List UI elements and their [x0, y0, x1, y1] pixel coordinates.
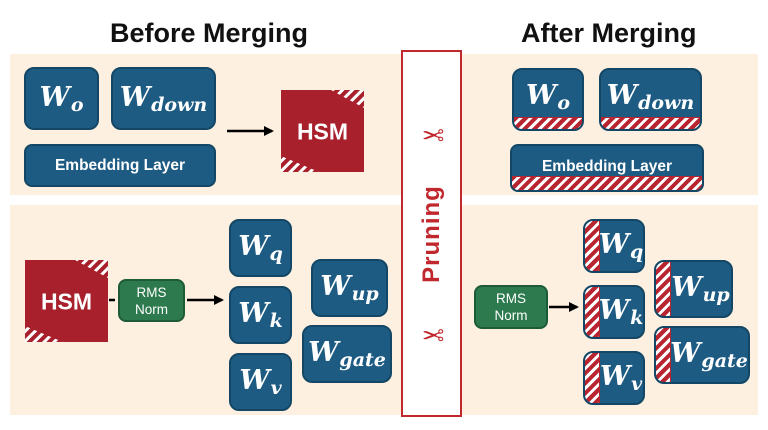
w-q-sub: q [269, 243, 283, 265]
w-o-block-pruned: Wo [512, 68, 584, 131]
w-up-label: Wup [320, 271, 378, 305]
w-v-sub: v [270, 377, 282, 399]
hsm-block-bottom: HSM [25, 260, 108, 342]
w-up-block: Wup [311, 259, 388, 317]
w-down-block: Wdown [111, 67, 216, 130]
w-up-label-pruned: Wup [671, 272, 729, 306]
rms-norm-block-after: RMS Norm [474, 285, 548, 329]
w-k-base-pruned: W [598, 295, 630, 326]
hsm-hatch-decoration-2 [25, 260, 108, 342]
w-q-label: Wq [238, 231, 283, 265]
w-o-sub-pruned: o [557, 92, 570, 114]
w-gate-base: W [308, 337, 339, 368]
rms-label-line2-after: Norm [494, 308, 528, 323]
after-merging-title: After Merging [521, 18, 697, 48]
w-k-label: Wk [238, 298, 283, 332]
w-k-block: Wk [229, 286, 292, 344]
w-v-label: Wv [239, 365, 281, 399]
pruning-box: ✂ Pruning ✂ [401, 50, 462, 417]
w-up-sub-pruned: up [702, 284, 730, 306]
pruned-rows-hatch [601, 117, 700, 129]
w-q-label-pruned: Wq [598, 229, 644, 263]
w-gate-label-pruned: Wgate [670, 338, 748, 372]
w-q-base-pruned: W [598, 229, 630, 260]
w-q-sub-pruned: q [630, 241, 644, 263]
w-o-block: Wo [24, 67, 99, 130]
hsm-label-bottom: HSM [40, 288, 93, 315]
w-k-sub: k [269, 310, 283, 332]
w-q-base: W [238, 231, 269, 262]
w-up-base: W [320, 271, 351, 302]
w-up-block-pruned: Wup [654, 260, 733, 318]
w-v-block-pruned: Wv [583, 351, 645, 405]
rms-norm-block-before: RMS Norm [118, 279, 185, 322]
w-o-label: Wo [39, 82, 83, 116]
w-up-sub: up [351, 283, 379, 305]
before-merging-title: Before Merging [110, 18, 309, 48]
w-gate-label: Wgate [308, 337, 386, 371]
pruned-columns-hatch [585, 353, 600, 403]
w-down-sub-pruned: down [638, 92, 695, 114]
w-o-base: W [39, 81, 70, 113]
w-v-base-pruned: W [599, 361, 631, 392]
w-down-block-pruned: Wdown [599, 68, 702, 131]
w-down-label-pruned: Wdown [607, 80, 694, 114]
embedding-layer-block-pruned: Embedding Layer [510, 144, 704, 192]
w-down-label: Wdown [120, 82, 207, 116]
hsm-hatch-decoration [281, 90, 364, 172]
w-gate-block-pruned: Wgate [654, 326, 750, 384]
w-k-base: W [238, 298, 269, 329]
w-down-base: W [119, 81, 151, 113]
embedding-layer-block: Embedding Layer [24, 144, 216, 187]
w-gate-sub: gate [339, 349, 386, 371]
pruned-rows-hatch [514, 117, 582, 129]
w-down-base-pruned: W [606, 80, 638, 111]
w-q-block-pruned: Wq [583, 219, 645, 273]
pruning-label: Pruning [417, 184, 445, 283]
w-up-base-pruned: W [671, 272, 702, 303]
pruned-columns-hatch [656, 262, 671, 316]
w-o-sub: o [70, 93, 84, 116]
rms-label-line1-after: RMS [496, 291, 526, 306]
pruned-columns-hatch [656, 328, 671, 382]
w-v-block: Wv [229, 353, 292, 411]
hsm-block-top: HSM [281, 90, 364, 172]
w-k-block-pruned: Wk [583, 285, 645, 339]
pruned-columns-hatch [585, 221, 600, 271]
w-q-block: Wq [229, 219, 292, 277]
w-k-sub-pruned: k [630, 307, 644, 329]
hsm-label-top: HSM [296, 118, 349, 145]
embedding-layer-label: Embedding Layer [54, 156, 186, 174]
w-v-sub-pruned: v [631, 373, 643, 395]
w-gate-base-pruned: W [670, 338, 701, 369]
pruned-columns-hatch [585, 287, 600, 337]
w-v-base: W [239, 365, 270, 396]
scissors-icon: ✂ [421, 321, 445, 352]
embedding-layer-label-pruned: Embedding Layer [541, 158, 673, 175]
w-down-sub: down [151, 93, 208, 116]
w-o-base-pruned: W [525, 80, 557, 111]
w-o-label-pruned: Wo [526, 80, 570, 114]
w-k-label-pruned: Wk [598, 295, 644, 329]
pruned-rows-hatch [512, 176, 702, 190]
scissors-icon: ✂ [421, 121, 445, 152]
rms-label-line1: RMS [136, 284, 167, 300]
w-gate-block: Wgate [302, 325, 392, 383]
w-v-label-pruned: Wv [600, 361, 642, 395]
w-gate-sub-pruned: gate [701, 350, 748, 372]
rms-label-line2: Norm [135, 301, 168, 317]
